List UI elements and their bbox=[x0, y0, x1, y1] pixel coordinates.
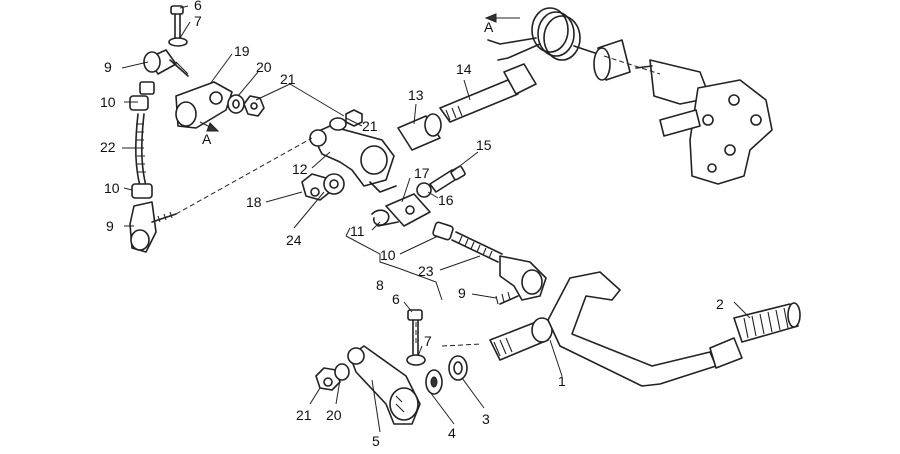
callout-7-upper: 7 bbox=[194, 13, 202, 29]
lower-washer-7 bbox=[406, 354, 426, 366]
clevis-17 bbox=[385, 193, 431, 227]
callout-20-upper: 20 bbox=[256, 59, 272, 75]
callout-15: 15 bbox=[476, 137, 492, 153]
circlip bbox=[425, 369, 443, 395]
callout-9-mid: 9 bbox=[458, 285, 466, 301]
rod-nut-lower bbox=[131, 183, 153, 199]
return-spring bbox=[487, 7, 605, 61]
bushing bbox=[397, 113, 442, 151]
nut-10-mid bbox=[432, 221, 454, 241]
centreline-pedal bbox=[441, 343, 483, 347]
rod-23 bbox=[451, 231, 503, 263]
callout-19: 19 bbox=[234, 43, 250, 59]
callout-6-lower: 6 bbox=[392, 291, 400, 307]
callout-14: 14 bbox=[456, 61, 472, 77]
centreline-spring bbox=[603, 55, 661, 75]
upper-nut-21 bbox=[243, 95, 265, 117]
callout-18: 18 bbox=[246, 194, 262, 210]
callout-24: 24 bbox=[286, 232, 302, 248]
gear-pedal bbox=[489, 271, 717, 387]
upper-bolt bbox=[170, 5, 184, 41]
lower-ball-joint bbox=[129, 201, 177, 253]
callout-22: 22 bbox=[100, 139, 116, 155]
callout-12: 12 bbox=[292, 161, 308, 177]
callout-10-left-lower: 10 bbox=[104, 180, 120, 196]
callout-10-mid: 10 bbox=[380, 247, 396, 263]
rod-nut-upper bbox=[129, 95, 149, 111]
callout-21-lower: 21 bbox=[296, 407, 312, 423]
pivot-lever bbox=[309, 125, 397, 193]
callout-5: 5 bbox=[372, 433, 380, 449]
callout-9-upper: 9 bbox=[104, 59, 112, 75]
lower-bolt bbox=[407, 309, 423, 355]
view-marker-a-lower: A bbox=[202, 131, 212, 147]
clip-11 bbox=[371, 209, 399, 227]
leader-lines bbox=[121, 5, 751, 433]
lower-washer-3 bbox=[448, 355, 468, 381]
pivot-nut-21 bbox=[345, 109, 363, 127]
upper-ball-joint bbox=[139, 49, 189, 95]
callout-21-pivot: 21 bbox=[362, 118, 378, 134]
pivot-washer-21 bbox=[329, 117, 347, 131]
lower-washer-20 bbox=[334, 363, 350, 381]
callout-17: 17 bbox=[414, 165, 430, 181]
adjuster-rod bbox=[135, 113, 147, 187]
view-arrow-a-lower bbox=[199, 121, 220, 132]
callout-23: 23 bbox=[418, 263, 434, 279]
washer-16 bbox=[416, 182, 432, 198]
callout-4: 4 bbox=[448, 425, 456, 441]
group-bracket-8 bbox=[345, 227, 443, 301]
upper-lever bbox=[175, 81, 233, 129]
callout-2: 2 bbox=[716, 296, 724, 312]
callout-10-upper: 10 bbox=[100, 94, 116, 110]
view-arrow-a-upper bbox=[484, 13, 520, 23]
spacer-ring bbox=[593, 39, 631, 81]
callout-9-left-lower: 9 bbox=[106, 218, 114, 234]
callout-13: 13 bbox=[408, 87, 424, 103]
callout-1: 1 bbox=[558, 373, 566, 389]
ball-joint-9-mid bbox=[495, 255, 547, 305]
view-marker-a-upper: A bbox=[484, 19, 494, 35]
callout-21-upper: 21 bbox=[280, 71, 296, 87]
pedal-rubber bbox=[709, 302, 801, 369]
callout-20-lower: 20 bbox=[326, 407, 342, 423]
shift-arm bbox=[347, 345, 421, 425]
callout-6-upper: 6 bbox=[194, 0, 202, 13]
bolt-15 bbox=[429, 165, 466, 193]
callout-16: 16 bbox=[438, 192, 454, 208]
pedal-shaft-housing bbox=[635, 59, 773, 185]
centreline-lower-rod bbox=[175, 137, 313, 215]
callout-11: 11 bbox=[350, 223, 365, 239]
pivot-pin bbox=[439, 63, 537, 123]
callout-3: 3 bbox=[482, 411, 490, 427]
washer-24 bbox=[323, 173, 345, 195]
callout-7-lower: 7 bbox=[424, 333, 432, 349]
callout-8: 8 bbox=[376, 277, 384, 293]
upper-washer-20 bbox=[227, 94, 245, 114]
upper-washer bbox=[168, 37, 188, 47]
